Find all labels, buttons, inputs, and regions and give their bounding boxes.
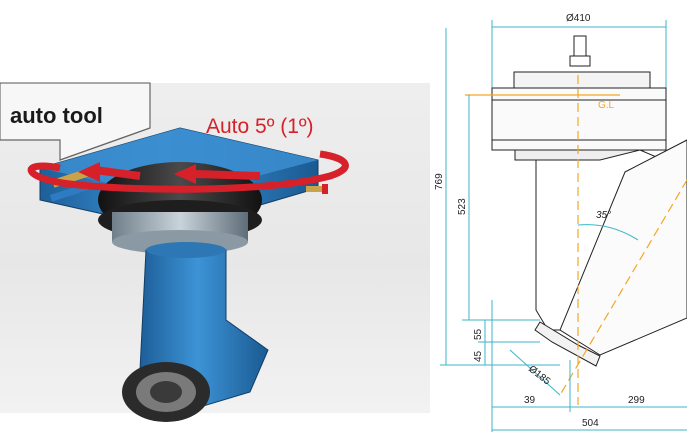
spindle-head-photo [0, 82, 349, 422]
auto-rotation-label: Auto 5º (1º) [206, 115, 314, 138]
dim-top-diameter: Ø410 [566, 13, 591, 24]
dim-overall-height: 769 [434, 173, 445, 190]
dim-lower-45: 45 [473, 350, 484, 362]
auto-tool-label: auto tool [10, 103, 103, 128]
dim-lower-55: 55 [473, 328, 484, 340]
dim-angle: 35° [596, 210, 611, 221]
dim-bottom-39: 39 [524, 395, 536, 406]
gauge-line-label: G.L [598, 100, 615, 111]
housing-edge [0, 83, 151, 161]
dim-height-upper: 523 [457, 198, 468, 215]
upper-drum [513, 71, 651, 89]
dim-bottom-504: 504 [582, 418, 599, 429]
dim-bottom-299: 299 [628, 395, 645, 406]
angle-arc [577, 224, 639, 241]
rotation-arrow [27, 150, 349, 193]
